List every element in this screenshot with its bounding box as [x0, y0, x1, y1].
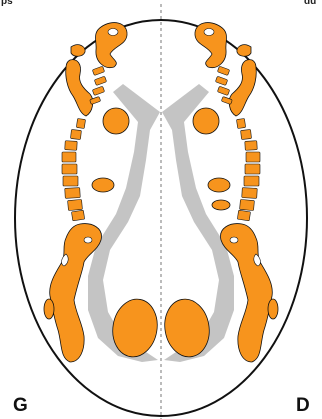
top-cap-hole-left — [108, 29, 118, 36]
segment-left — [65, 141, 77, 151]
small-oval-left — [92, 178, 114, 192]
segment-left — [68, 199, 83, 210]
chain-segment-left — [92, 66, 104, 75]
segment-right — [242, 188, 258, 199]
left-side-label: G — [13, 395, 28, 417]
round-body-left — [103, 108, 129, 134]
top-cap-hole-right — [204, 29, 214, 36]
segment-left — [76, 118, 85, 128]
lateral-segments-left — [62, 118, 86, 220]
round-body-right — [193, 108, 219, 134]
upper-column-left — [66, 60, 93, 116]
segment-right — [245, 164, 260, 174]
segment-right — [241, 129, 252, 139]
segment-right — [246, 152, 260, 162]
segment-right — [236, 118, 245, 128]
chain-segment-left — [92, 86, 104, 95]
segment-left — [62, 152, 76, 162]
chain-segment-right — [215, 76, 227, 85]
small-oval-right-upper — [208, 178, 230, 192]
chain-segment-right — [217, 86, 229, 95]
cap-small-right — [237, 45, 251, 57]
small-oval-right-lower — [212, 200, 230, 210]
segment-left — [71, 129, 82, 139]
outer-oval — [15, 20, 307, 416]
segment-right — [245, 141, 257, 151]
top-left-fragment-label: ps — [1, 0, 13, 7]
chain-segment-right — [217, 66, 229, 75]
lower-lobe-left — [44, 299, 54, 319]
cap-small-left — [71, 45, 85, 57]
lower-column-hole-right — [230, 237, 238, 243]
upper-column-right — [229, 60, 256, 116]
lower-column-hole-left — [84, 237, 92, 243]
lower-lobe-right — [268, 299, 278, 319]
segment-right — [237, 210, 250, 221]
segment-left — [62, 164, 77, 174]
segment-left — [65, 188, 81, 199]
right-side-label: D — [296, 395, 310, 417]
segment-left — [63, 176, 78, 186]
top-right-fragment-label: du — [304, 0, 316, 7]
lateral-segments-right — [236, 118, 260, 220]
chain-segment-left — [94, 76, 106, 85]
segment-left — [72, 210, 85, 221]
segment-right — [244, 176, 259, 186]
segment-right — [240, 199, 255, 210]
